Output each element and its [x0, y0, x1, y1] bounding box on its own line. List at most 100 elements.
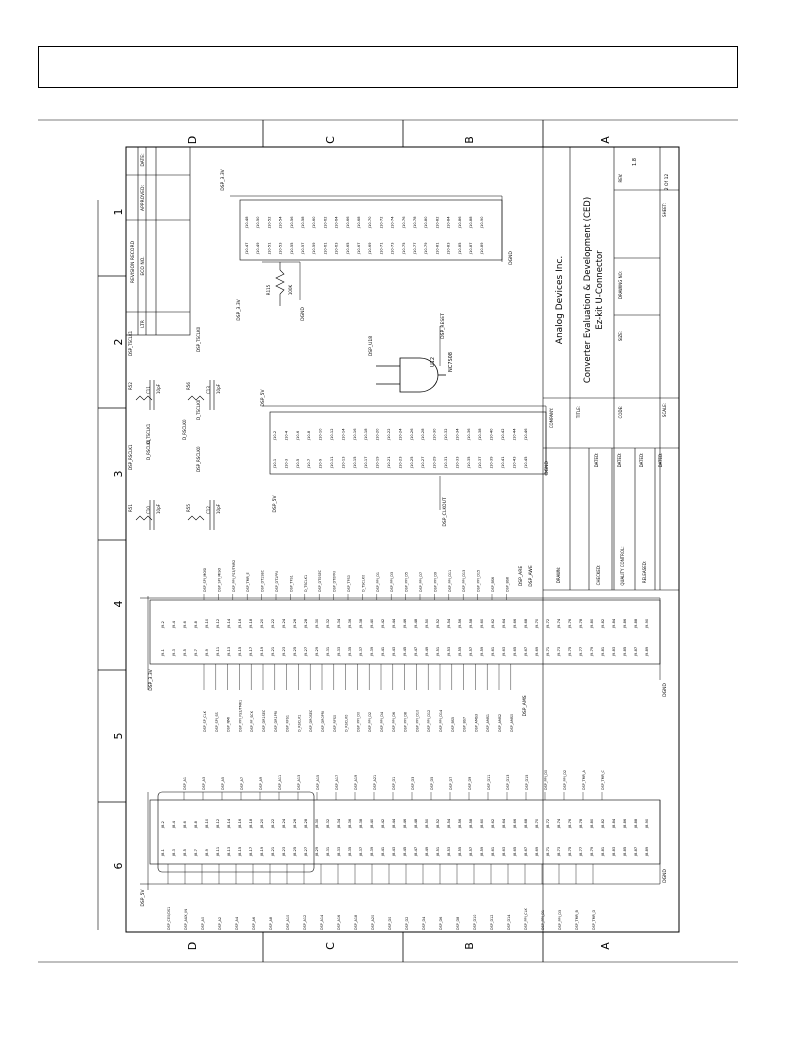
j9-pin-label: J9-83 — [612, 647, 616, 657]
j8-signal-label: DSP_PPI_D1 — [541, 910, 545, 930]
j8-pin-label: J8-73 — [557, 847, 561, 857]
j9-pin-label: J9-75 — [568, 647, 572, 657]
j8-pin-label: J8-27 — [304, 847, 308, 857]
j9-signal-label: DSP_PPI_D12 — [427, 710, 431, 732]
zone-number-2: 2 — [112, 339, 125, 346]
j9-pin-label: J9-51 — [436, 647, 440, 657]
j8-pin-label: J8-55 — [458, 847, 462, 857]
j9-pin-label: J9-29 — [315, 646, 319, 657]
j8-pin-label: J8-36 — [348, 818, 352, 829]
j8-pin-label: J8-84 — [612, 818, 616, 829]
j10-pin-label: J10-82 — [435, 216, 439, 229]
j9-pin-label: J9-36 — [348, 618, 352, 629]
j9-pin-label: J9-11 — [216, 647, 220, 657]
j8-pin-label: J8-83 — [612, 847, 616, 857]
rev-value: 1.8 — [632, 158, 638, 166]
j9-signal-label: D_RSCLK1 — [297, 715, 301, 732]
j9-pin-label: J9-18 — [249, 618, 253, 629]
zone-numbers: 1 2 3 4 5 6 — [112, 209, 125, 870]
dated-2: DATED: — [617, 453, 622, 468]
net-dsp-5v-mid: DSP_5V — [272, 494, 278, 512]
net-dsp-reset: DSP_RESET — [440, 313, 446, 339]
j9-signal-label: DSP_DT0PRI — [333, 571, 337, 592]
u12-ref: U12 — [430, 357, 436, 367]
net-dgnd-3: DGND — [544, 461, 550, 475]
j9-pin-label: J9-1 — [161, 649, 165, 657]
j9-signal-label: DSP_AMS2 — [498, 714, 502, 732]
j9-signal-label: DSP_TFS0 — [347, 575, 351, 592]
net-dsp-tsclk1: DSP_TSCLK1 — [128, 330, 133, 356]
j9-pin-label: J9-8 — [194, 620, 198, 629]
j8-pin-label: J8-10 — [205, 818, 209, 829]
j8-pin-label: J8-81 — [601, 847, 605, 857]
j9-signal-label: DSP_PPI_D1 — [376, 572, 380, 592]
j9-pin-label: J9-69 — [535, 646, 539, 657]
j8-pin-label: J8-20 — [260, 818, 264, 829]
j9-pin-label: J9-3 — [172, 649, 176, 657]
j10-pin-label: J10-56 — [290, 216, 294, 229]
code-label: CODE: — [618, 406, 623, 419]
j9-signal-label: DSP_BS6 — [491, 577, 495, 592]
j8-pin-label: J8-57 — [469, 847, 473, 857]
j9-pin-label: J9-57 — [469, 647, 473, 657]
j9-pin-label: J9-31 — [326, 647, 330, 657]
j8-signal-label: DSP_TMR_C — [601, 769, 605, 790]
net-dsp-rsclk0: DSP_RSCLK0 — [196, 446, 201, 472]
j8-pin-label: J8-80 — [590, 818, 594, 829]
zone-letter-b-top: B — [463, 136, 476, 144]
zone-letter-b-bottom: B — [463, 942, 476, 950]
j8-pin-label: J8-71 — [546, 847, 550, 857]
j9-pin-label: J9-2 — [161, 621, 165, 629]
j9-signal-label: DSP_DT1PRI — [275, 571, 279, 592]
j9-pin-label: J9-38 — [359, 618, 363, 629]
j9-pin-label: J9-85 — [623, 647, 627, 657]
j8-signal-label: DSP_A11 — [278, 775, 282, 790]
j8-pin-label: J8-79 — [590, 846, 594, 857]
j8-pin-label: J8-53 — [447, 847, 451, 857]
zone-letter-d-top: D — [186, 136, 199, 144]
j8-pin-label: J8-16 — [238, 818, 242, 829]
j9-pin-label: J9-73 — [557, 647, 561, 657]
j10-pin-label: J10-4 — [284, 430, 288, 441]
j9-pin-label: J9-10 — [205, 618, 209, 629]
j10-pin-label: J10-53 — [279, 242, 283, 255]
c10-value: 10pF — [156, 503, 161, 514]
j10-pin-label: J10-21 — [387, 456, 391, 469]
dated-4: DATED: — [658, 453, 663, 468]
j8-pin-label: J8-24 — [282, 818, 286, 829]
j8-signal-label: DSP_TMR_B — [575, 909, 579, 930]
drawing-no-label: DRAWING NO: — [618, 271, 623, 299]
j9-pin-label: J9-54 — [447, 618, 451, 629]
zone-number-1: 1 — [112, 209, 125, 216]
j9-pin-label: J9-76 — [568, 618, 572, 629]
r115-value: 100K — [288, 284, 293, 295]
j10-pin-label: J10-57 — [301, 242, 305, 255]
zone-number-3: 3 — [112, 471, 125, 478]
j10-pin-label: J10-81 — [435, 242, 439, 255]
j8-pin-label: J8-68 — [524, 818, 528, 829]
zone-ticks — [98, 120, 544, 962]
j8-signal-label: DSP_A0 — [201, 917, 205, 930]
j10-pin-label: J10-67 — [357, 242, 361, 255]
j10-pin-label: J10-10 — [319, 428, 323, 441]
j10-pin-label: J10-66 — [346, 216, 350, 229]
j9-pin-label: J9-33 — [337, 647, 341, 657]
j9-pin-label: J9-86 — [623, 618, 627, 629]
j8-signal-label: DSP_AUX_IN — [184, 909, 188, 930]
j10-pin-label: J10-69 — [368, 242, 372, 255]
j8-pin-label: J8-69 — [535, 846, 539, 857]
j9-signal-label: DSP_DR1SEC — [262, 709, 266, 732]
j8-signal-label: DSP_D13 — [506, 775, 510, 790]
j8-pin-label: J8-12 — [216, 819, 220, 829]
j9-signal-label: DSP_BS7 — [463, 717, 467, 732]
j9-signal-label: DSP_SPI_SS — [215, 712, 219, 732]
j10-pin-label: J10-63 — [335, 242, 339, 255]
j9-pin-label: J9-50 — [425, 618, 429, 629]
j8-signal-label: DSP_A10 — [286, 915, 290, 930]
approval-released: RELEASED: — [642, 561, 647, 583]
zone-letter-a-top: A — [599, 136, 612, 144]
j8-pin-label: J8-50 — [425, 818, 429, 829]
c12-ref: C12 — [206, 506, 211, 514]
j8-pin-label: J8-60 — [480, 818, 484, 829]
